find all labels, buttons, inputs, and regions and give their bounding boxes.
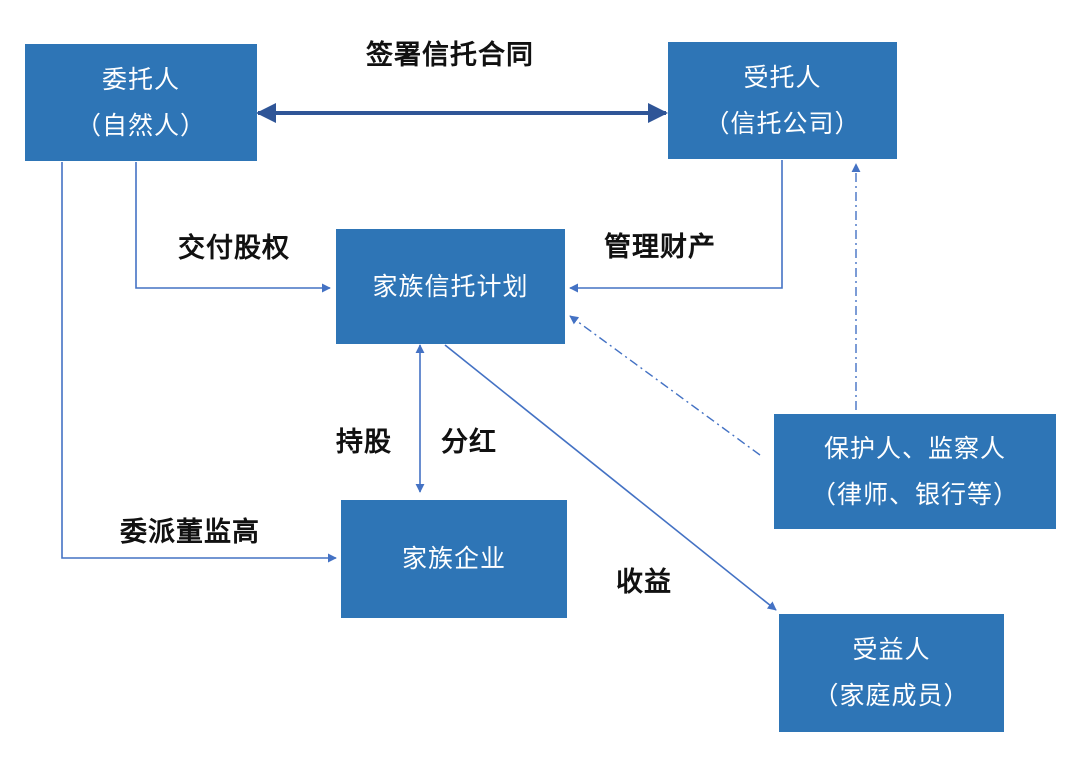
income-label: 收益 xyxy=(616,567,672,598)
beneficiary-subtitle: （家庭成员） xyxy=(813,681,970,710)
protector-node: 保护人、监察人 （律师、银行等） xyxy=(774,414,1056,529)
deliver-equity-arrow xyxy=(135,162,331,293)
settlor-title: 委托人 xyxy=(101,64,180,94)
trustee-node: 受托人 （信托公司） xyxy=(668,42,897,159)
settlor-subtitle: （自然人） xyxy=(75,110,206,140)
trustee-subtitle: （信托公司） xyxy=(704,108,861,138)
settlor-node: 委托人 （自然人） xyxy=(25,44,257,161)
family-business-title: 家族企业 xyxy=(401,544,506,573)
deliver-equity-label: 交付股权 xyxy=(178,233,290,264)
manage-property-label: 管理财产 xyxy=(604,232,716,263)
beneficiary-node: 受益人 （家庭成员） xyxy=(779,614,1004,732)
sign-contract-label: 签署信托合同 xyxy=(366,40,534,71)
trust-plan-node: 家族信托计划 xyxy=(336,229,565,344)
appoint-directors-arrow xyxy=(61,162,337,563)
manage-property-arrow xyxy=(569,160,783,293)
dividends-label: 分红 xyxy=(441,427,497,458)
trust-plan-title: 家族信托计划 xyxy=(372,271,529,301)
appoint-directors-label: 委派董监高 xyxy=(120,517,260,548)
protector-title: 保护人、监察人 xyxy=(823,433,1006,463)
trustee-title: 受托人 xyxy=(743,62,822,92)
hold-shares-label: 持股 xyxy=(336,427,392,458)
family-business-node: 家族企业 xyxy=(341,500,567,618)
protector-subtitle: （律师、银行等） xyxy=(810,479,1019,509)
income-arrow xyxy=(444,344,777,611)
protector-to-plan-arrow xyxy=(569,315,761,456)
beneficiary-title: 受益人 xyxy=(852,635,931,664)
